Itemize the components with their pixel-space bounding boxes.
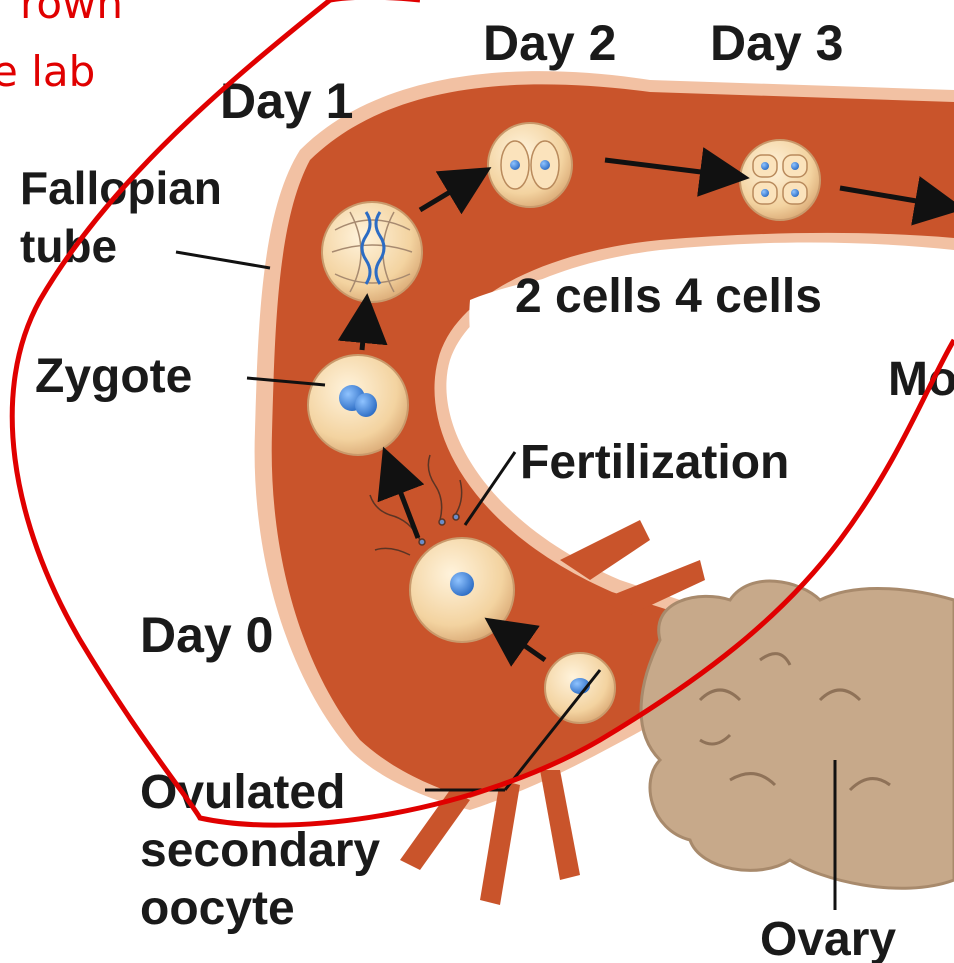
fertilizing-egg	[410, 538, 514, 642]
leader-fallopian-tube	[176, 252, 270, 268]
oocyte-cell	[545, 653, 615, 723]
two-cell-embryo	[488, 123, 572, 207]
four-cell-embryo	[740, 140, 820, 220]
ovary	[641, 581, 954, 888]
label-day-3: Day 3	[710, 15, 843, 71]
annotation-line-1: rown	[20, 0, 123, 28]
label-day-2: Day 2	[483, 15, 616, 71]
label-cell-counts: 2 cells 4 cells	[515, 270, 822, 323]
label-day-1: Day 1	[220, 73, 353, 129]
annotation-line-2: e lab	[0, 47, 95, 96]
label-zygote: Zygote	[35, 350, 192, 403]
label-secondary: secondary	[140, 824, 380, 877]
dividing-cell	[322, 202, 422, 302]
label-ovary: Ovary	[760, 913, 896, 963]
label-day-0: Day 0	[140, 607, 273, 663]
label-tube: tube	[20, 220, 117, 272]
zygote-cell	[308, 355, 408, 455]
label-oocyte: oocyte	[140, 882, 295, 935]
arrow-zygote-to-dividing	[362, 318, 365, 350]
label-fertilization: Fertilization	[520, 436, 789, 489]
